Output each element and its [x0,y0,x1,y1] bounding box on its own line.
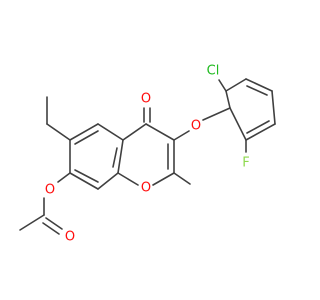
bond-c4-c4a [122,123,147,141]
bond-o1-c8a [117,172,139,186]
bond-c4a-c5 [97,123,124,141]
bond-acyl-methyl [19,214,45,231]
atom-o-ring: O [141,181,151,196]
bond-c8-c8a [97,172,119,190]
bond-ar3-ar4-inner [246,85,268,96]
bond-c4a-c8a [117,139,124,174]
atom-o-acyl: O [65,230,75,245]
bond-c5-c6 [69,123,99,141]
bond-c2-o1 [152,172,175,186]
bond-ar4-ar5 [271,90,276,125]
atom-labels: O O O O O Cl F [45,64,250,245]
bonds [19,78,276,235]
bond-acyl-o-b [42,222,60,235]
bond-c2-methyl [173,172,191,185]
bond-c7-c8-inner [74,169,99,183]
bond-c4a-c8a-inner [112,147,118,168]
bond-o-aryl [202,107,231,121]
bond-c4-c3 [145,123,175,141]
structure-diagram: O O O O O Cl F [19,64,276,245]
atom-o-carbonyl: O [141,92,151,107]
bond-ar2-ar3 [225,78,247,92]
bond-ar3-ar4 [245,78,273,92]
bond-ar6-ar1 [229,107,247,141]
bond-c3-o [173,130,190,141]
bond-ar5-ar6 [245,123,276,141]
bond-acyl-o-a [45,217,63,230]
bond-c5-c6-inner [74,130,99,145]
atom-chlorine: Cl [207,64,220,79]
bond-ar2-cl [218,79,227,92]
molecule-canvas: O O O O O Cl F [19,64,276,245]
bond-ar5-ar6-inner [246,120,270,134]
atom-o-ether: O [191,119,201,134]
bond-ethyl-1 [46,123,71,141]
bond-c7-c8 [69,172,99,190]
atom-o-ester: O [45,183,55,198]
bond-c7-o [57,172,71,183]
atom-fluorine: F [242,156,249,171]
bond-ar1-ar2 [225,90,231,109]
